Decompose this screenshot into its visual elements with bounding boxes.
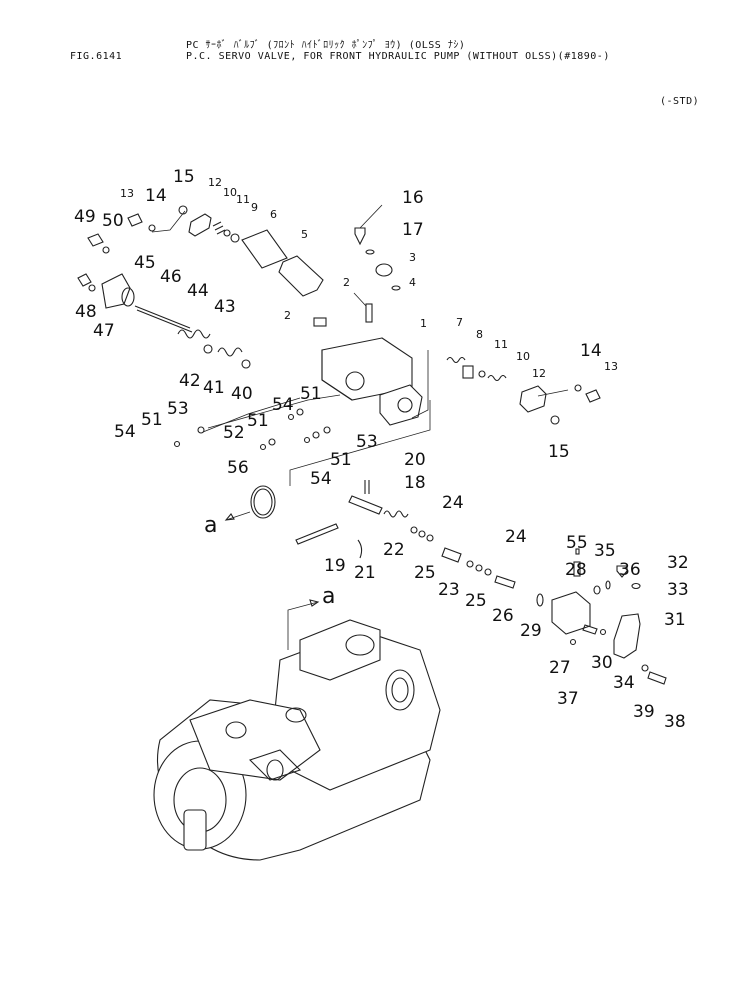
nut-48-47 — [77, 273, 96, 292]
seals-51-52-53-54 — [173, 394, 341, 451]
callout-c55: 55 — [566, 533, 588, 553]
callout-c3: 3 — [409, 251, 416, 264]
callout-c50: 50 — [102, 211, 124, 231]
callout-c12a: 12 — [208, 176, 222, 189]
callout-c13a: 13 — [120, 187, 134, 200]
plugs-16-17-3-4 — [354, 204, 401, 291]
parts-artwork — [77, 204, 667, 861]
ref-arrow-left — [224, 400, 431, 521]
callout-c29: 29 — [520, 621, 542, 641]
callout-c41: 41 — [203, 378, 225, 398]
callout-c33: 33 — [667, 580, 689, 600]
variant-code: (-STD) — [660, 96, 700, 107]
callout-c51c: 51 — [247, 411, 269, 431]
callout-c54c: 54 — [310, 469, 332, 489]
callout-c16: 16 — [402, 188, 424, 208]
callout-c23: 23 — [438, 580, 460, 600]
callout-c31: 31 — [664, 610, 686, 630]
callout-c17: 17 — [402, 220, 424, 240]
callout-c51a: 51 — [300, 384, 322, 404]
callout-c10b: 10 — [516, 350, 530, 363]
servo-valve-body-part-1 — [313, 292, 423, 426]
ref-arrow-down — [287, 599, 320, 650]
callout-c22: 22 — [383, 540, 405, 560]
callout-c14a: 14 — [145, 186, 167, 206]
callout-c8: 8 — [476, 328, 483, 341]
o-ring-56 — [250, 485, 276, 519]
callout-c6: 6 — [270, 208, 277, 221]
spring-stack-42-41-40 — [203, 344, 251, 369]
spool-assembly-23-26 — [441, 547, 544, 607]
callout-c40: 40 — [231, 384, 253, 404]
callout-c38: 38 — [664, 712, 686, 732]
callout-c1: 1 — [420, 317, 427, 330]
callout-c25a: 25 — [414, 563, 436, 583]
callout-c4: 4 — [409, 276, 416, 289]
callout-c18: 18 — [404, 473, 426, 493]
callout-c51b: 51 — [141, 410, 163, 430]
callout-c15b: 15 — [548, 442, 570, 462]
callout-c54b: 54 — [114, 422, 136, 442]
callout-c15a: 15 — [173, 167, 195, 187]
callout-c56: 56 — [227, 458, 249, 478]
callout-c9: 9 — [251, 201, 258, 214]
callout-c2b: 2 — [284, 309, 291, 322]
callout-c30: 30 — [591, 653, 613, 673]
cover-31 — [613, 565, 667, 685]
callout-c34: 34 — [613, 673, 635, 693]
callout-c53b: 53 — [356, 432, 378, 452]
callout-c5: 5 — [301, 228, 308, 241]
callout-c32: 32 — [667, 553, 689, 573]
callout-c13b: 13 — [604, 360, 618, 373]
callout-c24a: 24 — [442, 493, 464, 513]
callout-c47: 47 — [93, 321, 115, 341]
upper-spool-assembly — [151, 205, 324, 297]
callout-c39: 39 — [633, 702, 655, 722]
callout-c48: 48 — [75, 302, 97, 322]
callout-c45: 45 — [134, 253, 156, 273]
callout-c37: 37 — [557, 689, 579, 709]
bolt-13-14-upper — [127, 213, 156, 232]
callout-c10a: 10 — [223, 186, 237, 199]
callout-c7: 7 — [456, 316, 463, 329]
callout-c2a: 2 — [343, 276, 350, 289]
callout-c51d: 51 — [330, 450, 352, 470]
callout-c11b: 11 — [494, 338, 508, 351]
callout-c14b: 14 — [580, 341, 602, 361]
ref-letter-a-left: a — [204, 513, 217, 538]
callout-c21: 21 — [354, 563, 376, 583]
title-japanese: PC ｻｰﾎﾞ ﾊﾞﾙﾌﾞ (ﾌﾛﾝﾄ ﾊｲﾄﾞﾛﾘｯｸ ﾎﾟﾝﾌﾟ ﾖｳ) (… — [186, 40, 466, 51]
callout-c42: 42 — [179, 371, 201, 391]
callout-c27: 27 — [549, 658, 571, 678]
callout-c53a: 53 — [167, 399, 189, 419]
callout-c36: 36 — [619, 560, 641, 580]
callout-c11a: 11 — [236, 193, 250, 206]
title-english: P.C. SERVO VALVE, FOR FRONT HYDRAULIC PU… — [186, 51, 610, 62]
lever-assembly-45 — [101, 273, 211, 339]
callout-c46: 46 — [160, 267, 182, 287]
bolt-49-50 — [87, 233, 110, 254]
callout-c54a: 54 — [272, 395, 294, 415]
piston-assembly-18-22 — [295, 480, 434, 559]
callout-c12b: 12 — [532, 367, 546, 380]
callout-c35: 35 — [594, 541, 616, 561]
callout-c26: 26 — [492, 606, 514, 626]
callout-c44: 44 — [187, 281, 209, 301]
callout-c28: 28 — [565, 560, 587, 580]
right-spool-assembly — [411, 350, 601, 425]
callout-c20: 20 — [404, 450, 426, 470]
figure-number: FIG.6141 — [70, 51, 123, 62]
callout-c19: 19 — [324, 556, 346, 576]
callout-c52: 52 — [223, 423, 245, 443]
hydraulic-pump-body — [153, 619, 441, 861]
end-cap-27 — [551, 548, 611, 646]
callout-c43: 43 — [214, 297, 236, 317]
ref-letter-a-down: a — [322, 584, 335, 609]
callout-c49: 49 — [74, 207, 96, 227]
callout-c24b: 24 — [505, 527, 527, 547]
callout-c25b: 25 — [465, 591, 487, 611]
